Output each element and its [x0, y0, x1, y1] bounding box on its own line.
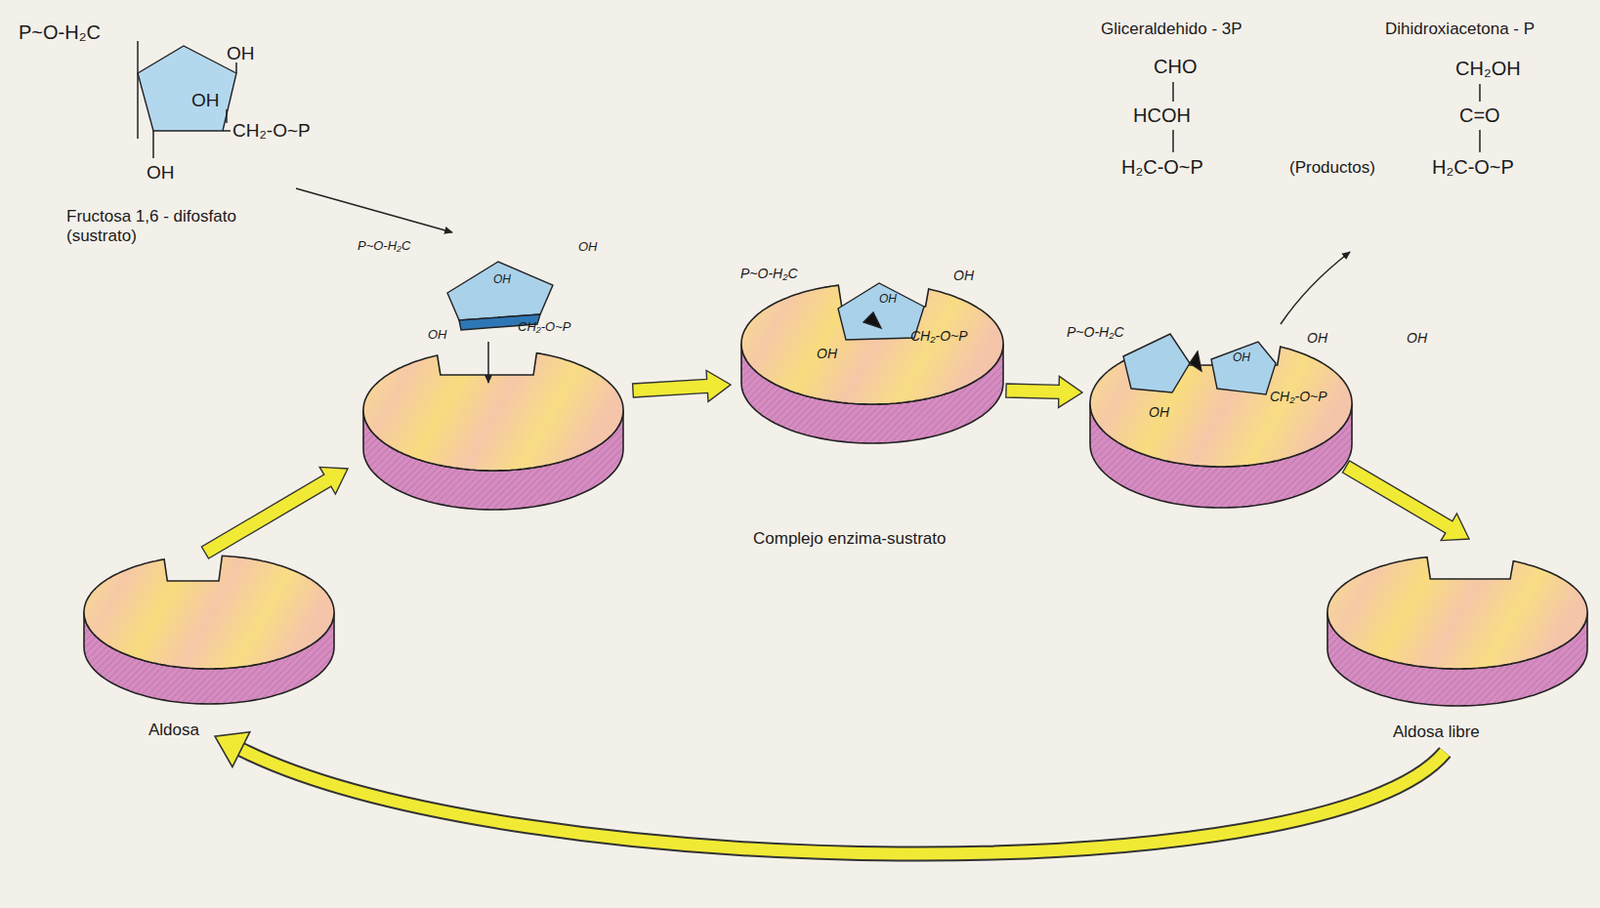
formula-label: CH₂-O~P	[1269, 388, 1328, 405]
formula-label: OH	[953, 267, 974, 284]
formula-label: CHO	[1153, 55, 1197, 79]
formula-label: P~O-H₂C	[18, 21, 101, 44]
formula-label: C=O	[1459, 104, 1501, 127]
formula-label: P~O-H₂C	[357, 239, 411, 254]
enzyme-shape	[363, 353, 624, 510]
formula-label: OH	[427, 328, 448, 343]
formula-label: H₂C-O~P	[1431, 156, 1515, 179]
enzyme-node: Aldosa	[148, 720, 200, 741]
node-label: Aldosa	[148, 720, 200, 741]
step-arrow	[1343, 461, 1471, 542]
formula-label: H₂C-O~P	[1121, 156, 1204, 179]
caption-label: Complejo enzima-sustrato	[753, 529, 946, 549]
formula-label: OH	[879, 293, 897, 307]
sugar-ring	[1211, 341, 1276, 395]
formula-label: Gliceraldehido - 3P	[1100, 19, 1243, 40]
formula-label: Dihidroxiacetona - P	[1385, 19, 1535, 40]
formula-label: CH₂OH	[1455, 57, 1521, 81]
formula-label: OH	[1406, 330, 1428, 346]
formula-label: OH	[191, 89, 220, 112]
formula-label: CH₂-O~P	[910, 328, 969, 344]
formula-label: P~O-H₂C	[740, 265, 799, 282]
sugar-ring	[1123, 334, 1190, 393]
formula-label: OH	[493, 273, 511, 288]
formula-label: CH₂-O~P	[517, 320, 571, 336]
formula-label: OH	[1232, 351, 1251, 366]
step-arrow	[632, 371, 731, 403]
formula-label: OH	[1306, 330, 1328, 346]
return-arrow	[214, 732, 1445, 855]
enzyme-node: Aldosa libre	[1392, 722, 1480, 743]
step-arrow	[1006, 376, 1083, 408]
node-label: Aldosa libre	[1392, 722, 1480, 743]
formula-label: CH₂-O~P	[232, 120, 311, 142]
formula-label: P~O-H₂C	[1066, 324, 1125, 340]
formula-label: OH	[816, 345, 838, 362]
node-label: Fructosa 1,6 - difosfato (sustrato)	[66, 207, 301, 248]
formula-label: OH	[1148, 404, 1170, 421]
substrate-node: Fructosa 1,6 - difosfato (sustrato)	[66, 207, 301, 248]
formula-label: OH	[578, 240, 598, 255]
sugar-ring	[137, 45, 237, 131]
sugar-ring	[447, 261, 553, 321]
formula-label: OH	[226, 42, 255, 65]
formula-label: HCOH	[1133, 104, 1191, 127]
formula-label: (Productos)	[1289, 158, 1376, 178]
enzyme-shape	[1327, 557, 1588, 707]
enzyme-shape	[84, 555, 335, 705]
formula-label: OH	[146, 162, 175, 184]
step-arrow	[201, 466, 348, 559]
